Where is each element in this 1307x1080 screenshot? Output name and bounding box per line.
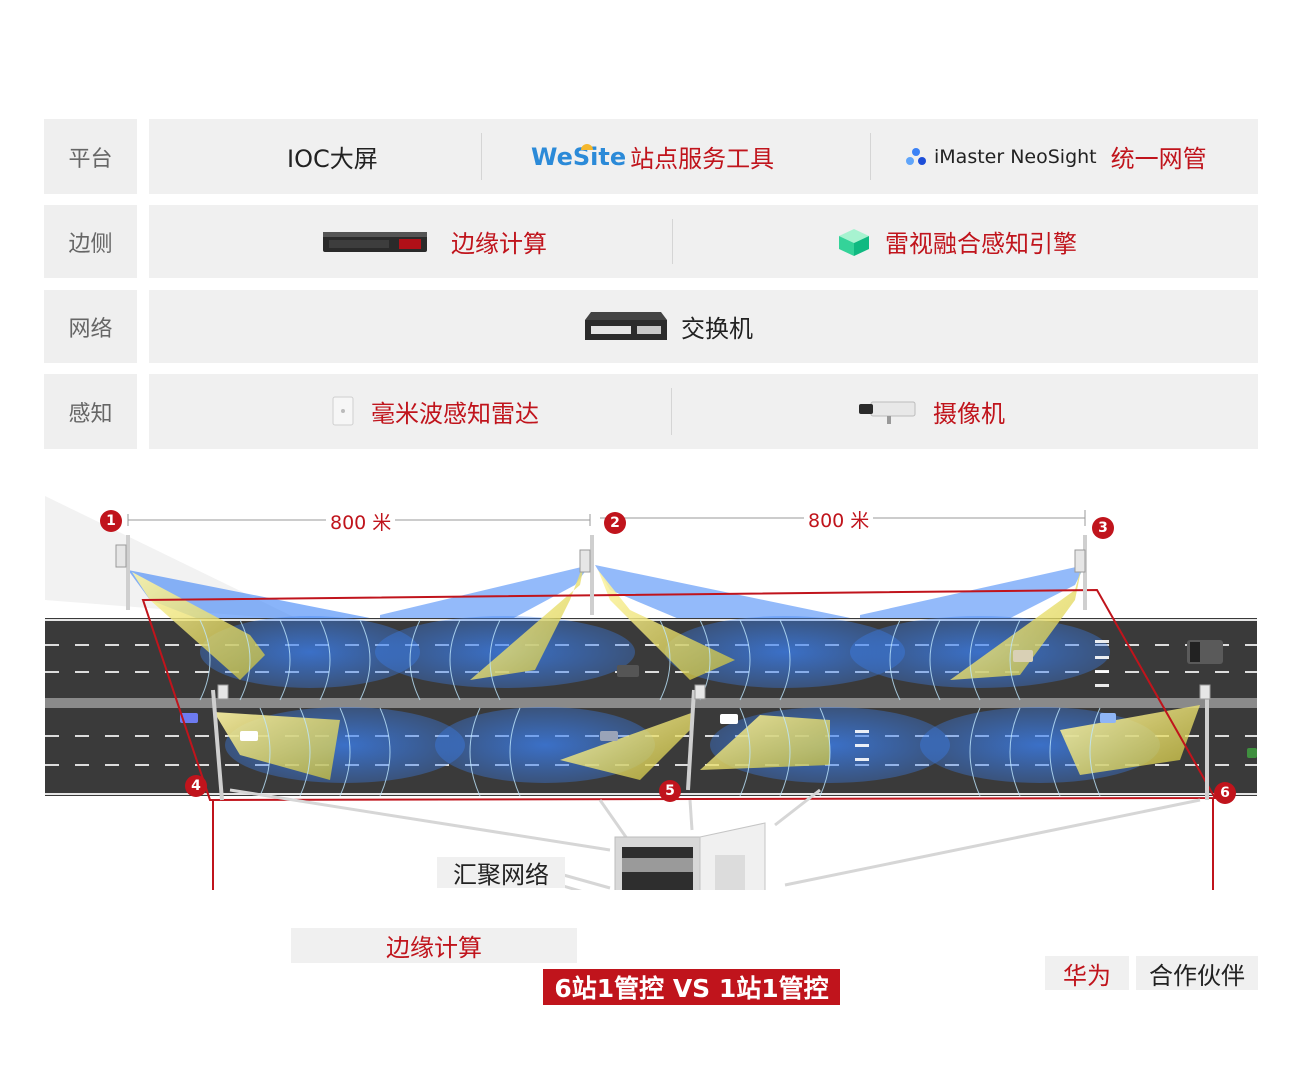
network-switch: 交换机	[585, 290, 753, 363]
layer-label-platform: 平台	[44, 119, 137, 194]
neosight-logo: iMaster NeoSight	[934, 145, 1097, 168]
pole-marker-4: 4	[185, 775, 207, 797]
mmwave-radar: 毫米波感知雷达	[329, 374, 539, 449]
fusion-engine-label: 雷视融合感知引擎	[885, 230, 1077, 258]
distance-label-2: 800 米	[804, 506, 874, 533]
fusion-engine: 雷视融合感知引擎	[837, 205, 1077, 278]
wesite-label: 站点服务工具	[630, 145, 775, 173]
camera: 摄像机	[857, 374, 1005, 449]
cube-icon	[839, 228, 869, 256]
server-icon	[323, 231, 427, 252]
layer-panel-network: 交换机	[149, 290, 1258, 363]
ioc-label: IOC大屏	[287, 145, 378, 173]
neosight-label: 统一网管	[1110, 145, 1207, 173]
pole-marker-2: 2	[604, 512, 626, 534]
comparison-banner: 6站1管控 VS 1站1管控	[543, 969, 840, 1005]
edge-compute-tag: 边缘计算	[291, 928, 577, 963]
mmwave-radar-label: 毫米波感知雷达	[371, 400, 539, 428]
layer-panel-edge: 边缘计算 雷视融合感知引擎	[149, 205, 1258, 278]
road-median	[45, 698, 1257, 708]
platform-neosight: iMaster NeoSight 统一网管	[904, 119, 1207, 194]
highway-diagram	[45, 496, 1257, 890]
switch-icon	[585, 311, 667, 340]
vehicles	[180, 640, 1257, 758]
pole-marker-6: 6	[1214, 782, 1236, 804]
pole-marker-3: 3	[1092, 517, 1114, 539]
distance-label-1: 800 米	[326, 508, 396, 535]
wesite-logo-icon	[581, 143, 593, 150]
radar-icon	[332, 396, 354, 425]
legend-huawei: 华为	[1045, 956, 1129, 990]
layer-label-sensing: 感知	[44, 374, 137, 449]
pole-marker-5: 5	[659, 780, 681, 802]
platform-wesite: WeSite 站点服务工具	[531, 119, 774, 194]
pole-marker-1: 1	[100, 510, 122, 532]
legend-partner: 合作伙伴	[1136, 956, 1258, 990]
layer-label-edge: 边侧	[44, 205, 137, 278]
cabinet	[614, 822, 766, 890]
aggregation-network-label: 汇聚网络	[437, 857, 565, 889]
switch-label: 交换机	[681, 315, 753, 343]
camera-label: 摄像机	[933, 400, 1005, 428]
layer-panel-sensing: 毫米波感知雷达 摄像机	[149, 374, 1258, 449]
wesite-logo: WeSite	[531, 142, 627, 171]
edge-compute: 边缘计算	[323, 205, 547, 278]
neosight-logo-icon	[906, 147, 926, 165]
layer-panel-platform: IOC大屏 WeSite 站点服务工具 iMaster NeoSight 统一网…	[149, 119, 1258, 194]
layer-label-network: 网络	[44, 290, 137, 363]
platform-ioc: IOC大屏	[287, 119, 378, 194]
edge-compute-label: 边缘计算	[451, 230, 547, 258]
camera-icon	[859, 401, 916, 424]
